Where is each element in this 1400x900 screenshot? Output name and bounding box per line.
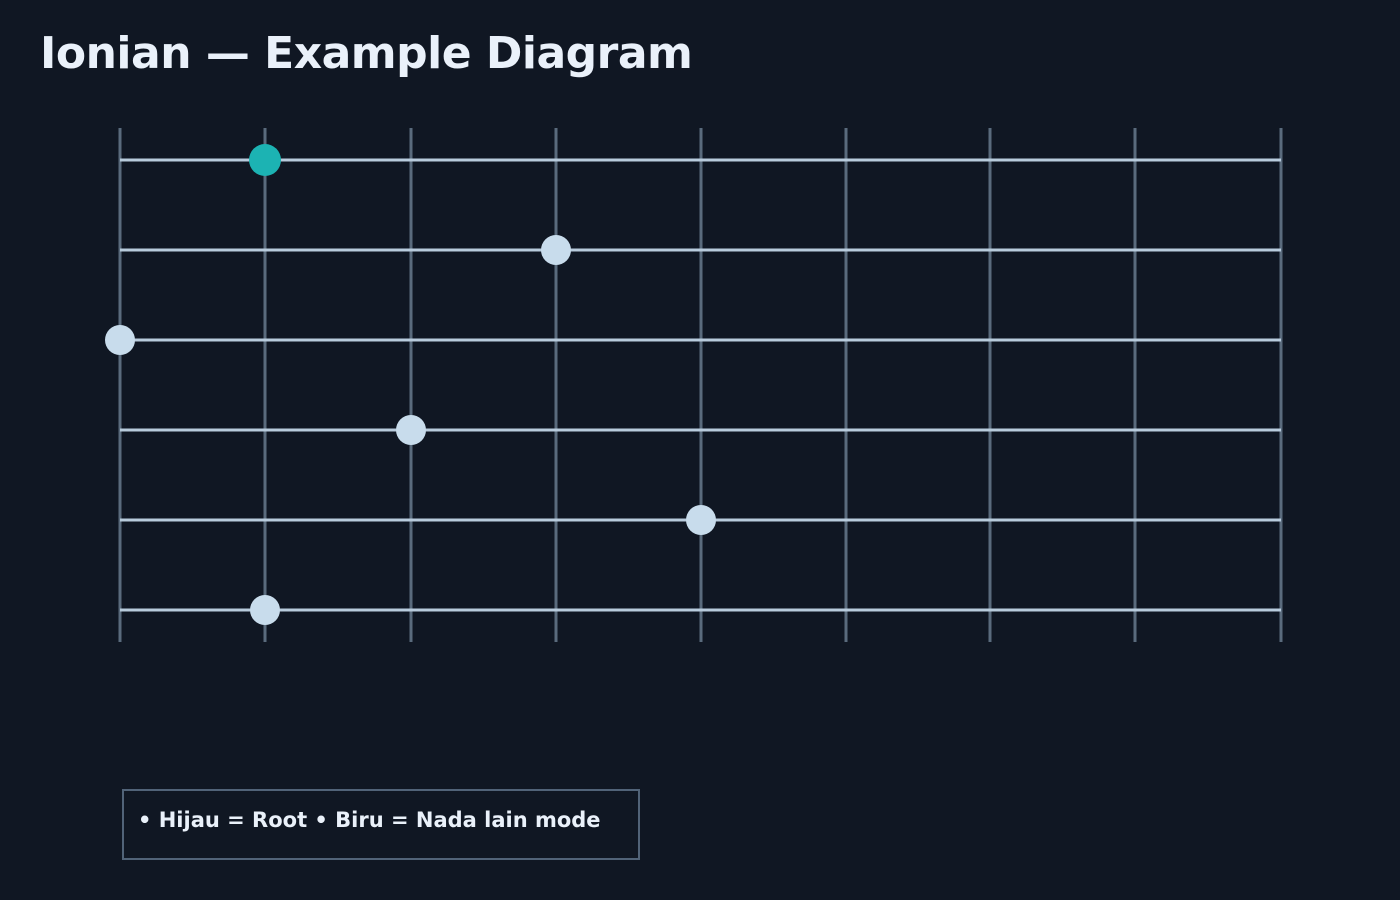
page-title: Ionian — Example Diagram [40, 28, 693, 79]
note-dot[interactable] [541, 235, 571, 265]
root-note-dot[interactable] [249, 144, 281, 176]
fret-lines [118, 128, 1283, 642]
legend-box [122, 789, 640, 860]
note-dot[interactable] [686, 505, 716, 535]
note-dot[interactable] [105, 325, 135, 355]
note-dot[interactable] [250, 595, 280, 625]
note-dot[interactable] [396, 415, 426, 445]
note-dots [105, 144, 716, 625]
legend-text: • Hijau = Root • Biru = Nada lain mode [138, 808, 601, 832]
